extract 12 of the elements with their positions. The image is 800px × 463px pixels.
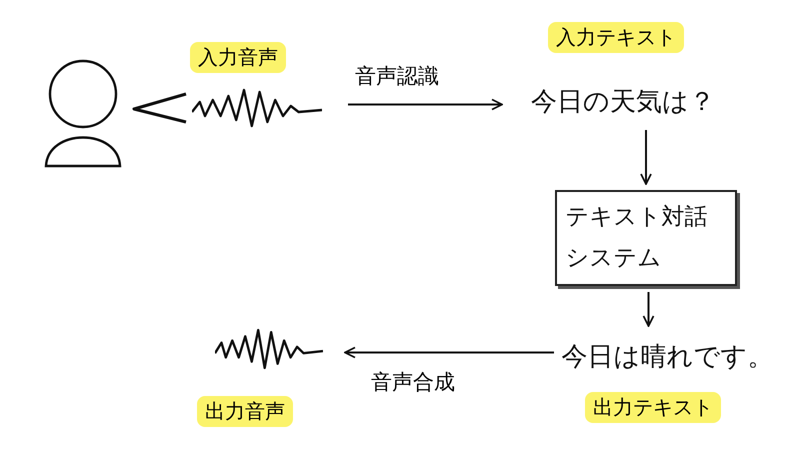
arrow: [344, 346, 554, 358]
process-box: [555, 190, 737, 286]
text-label: 今日は晴れです。: [562, 340, 774, 374]
arrow: [642, 292, 654, 327]
text-label: 今日の天気は？: [531, 86, 715, 118]
highlighted-label: 入力音声: [190, 42, 286, 73]
arrow: [640, 130, 652, 185]
highlighted-label: 出力テキスト: [585, 392, 721, 423]
highlighted-label: 入力テキスト: [548, 22, 684, 53]
box-label: テキスト対話システム: [566, 202, 708, 273]
highlighted-label: 出力音声: [197, 396, 293, 427]
arrow: [348, 98, 503, 110]
